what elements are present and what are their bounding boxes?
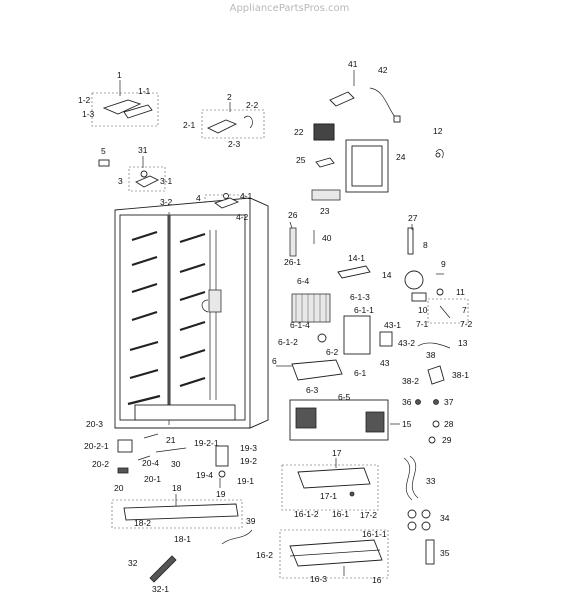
label-20-4: 20-4 <box>142 458 159 468</box>
label-40: 40 <box>322 233 332 243</box>
label-20-1: 20-1 <box>144 474 161 484</box>
label-18-2: 18-2 <box>134 518 151 528</box>
label-6-3: 6-3 <box>306 385 319 395</box>
label-16-1: 16-1 <box>332 509 349 519</box>
label-19-4: 19-4 <box>196 470 213 480</box>
label-4-2: 4-2 <box>236 212 249 222</box>
watermark: AppliancePartsPros.com <box>229 3 350 14</box>
label-38-1: 38-1 <box>452 370 469 380</box>
label-38: 38 <box>426 350 436 360</box>
label-43: 43 <box>380 358 390 368</box>
label-2: 2 <box>227 92 232 102</box>
label-6-1-3: 6-1-3 <box>350 292 370 302</box>
label-6: 6 <box>272 356 277 366</box>
label-2-3: 2-3 <box>228 139 241 149</box>
label-6-4: 6-4 <box>297 276 310 286</box>
label-12: 12 <box>433 126 443 136</box>
label-20-2: 20-2 <box>92 459 109 469</box>
label-17-1: 17-1 <box>320 491 337 501</box>
label-16-1-1: 16-1-1 <box>362 529 387 539</box>
label-6-2: 6-2 <box>326 347 339 357</box>
label-1: 1 <box>117 70 122 80</box>
leader-lines <box>119 70 413 576</box>
label-1-1: 1-1 <box>138 86 151 96</box>
part-labels: 1 1-1 1-2 1-3 2 2-1 2-2 2-3 3 3-1 3-2 4 … <box>78 59 473 594</box>
label-36: 36 <box>402 397 412 407</box>
label-14: 14 <box>382 270 392 280</box>
label-15: 15 <box>402 419 412 429</box>
label-21: 21 <box>166 435 176 445</box>
label-2-1: 2-1 <box>183 120 196 130</box>
label-13: 13 <box>458 338 468 348</box>
label-10: 10 <box>418 305 428 315</box>
label-14-1: 14-1 <box>348 253 365 263</box>
label-28: 28 <box>444 419 454 429</box>
label-19-1: 19-1 <box>237 476 254 486</box>
label-19-2-1: 19-2-1 <box>194 438 219 448</box>
label-37: 37 <box>444 397 454 407</box>
label-34: 34 <box>440 513 450 523</box>
label-6-1: 6-1 <box>354 368 367 378</box>
label-38-2: 38-2 <box>402 376 419 386</box>
label-19: 19 <box>216 489 226 499</box>
refrigerator-cabinet <box>114 197 269 429</box>
label-7-2: 7-2 <box>460 319 473 329</box>
label-18-1: 18-1 <box>174 534 191 544</box>
label-16-1-2: 16-1-2 <box>294 509 319 519</box>
label-4-1: 4-1 <box>240 191 253 201</box>
parts <box>98 87 451 583</box>
label-43-1: 43-1 <box>384 320 401 330</box>
label-29: 29 <box>442 435 452 445</box>
label-20-3: 20-3 <box>86 419 103 429</box>
label-3-1: 3-1 <box>160 176 173 186</box>
label-42: 42 <box>378 65 388 75</box>
label-3-2: 3-2 <box>160 197 173 207</box>
label-25: 25 <box>296 155 306 165</box>
label-27: 27 <box>408 213 418 223</box>
label-31: 31 <box>138 145 148 155</box>
label-8: 8 <box>423 240 428 250</box>
label-39: 39 <box>246 516 256 526</box>
label-35: 35 <box>440 548 450 558</box>
label-11: 11 <box>456 287 465 297</box>
label-43-2: 43-2 <box>398 338 415 348</box>
label-4: 4 <box>196 193 201 203</box>
label-33: 33 <box>426 476 436 486</box>
label-32: 32 <box>128 558 138 568</box>
label-22: 22 <box>294 127 304 137</box>
label-30: 30 <box>171 459 181 469</box>
label-1-3: 1-3 <box>82 109 95 119</box>
label-19-2: 19-2 <box>240 456 257 466</box>
label-17: 17 <box>332 448 342 458</box>
label-6-1-1: 6-1-1 <box>354 305 374 315</box>
label-32-1: 32-1 <box>152 584 169 594</box>
label-9: 9 <box>441 259 446 269</box>
label-17-2: 17-2 <box>360 510 377 520</box>
label-16: 16 <box>372 575 382 585</box>
label-2-2: 2-2 <box>246 100 259 110</box>
label-20-2-1: 20-2-1 <box>84 441 109 451</box>
label-6-1-4: 6-1-4 <box>290 320 310 330</box>
label-41: 41 <box>348 59 358 69</box>
label-24: 24 <box>396 152 406 162</box>
label-26-1: 26-1 <box>284 257 301 267</box>
label-16-3: 16-3 <box>310 574 327 584</box>
label-5: 5 <box>101 146 106 156</box>
label-19-3: 19-3 <box>240 443 257 453</box>
label-3: 3 <box>118 176 123 186</box>
label-18: 18 <box>172 483 182 493</box>
label-6-5: 6-5 <box>338 392 351 402</box>
label-20: 20 <box>114 483 124 493</box>
label-16-2: 16-2 <box>256 550 273 560</box>
label-23: 23 <box>320 206 330 216</box>
label-26: 26 <box>288 210 298 220</box>
label-7-1: 7-1 <box>416 319 429 329</box>
label-1-2: 1-2 <box>78 95 91 105</box>
label-7: 7 <box>462 305 467 315</box>
label-6-1-2: 6-1-2 <box>278 337 298 347</box>
